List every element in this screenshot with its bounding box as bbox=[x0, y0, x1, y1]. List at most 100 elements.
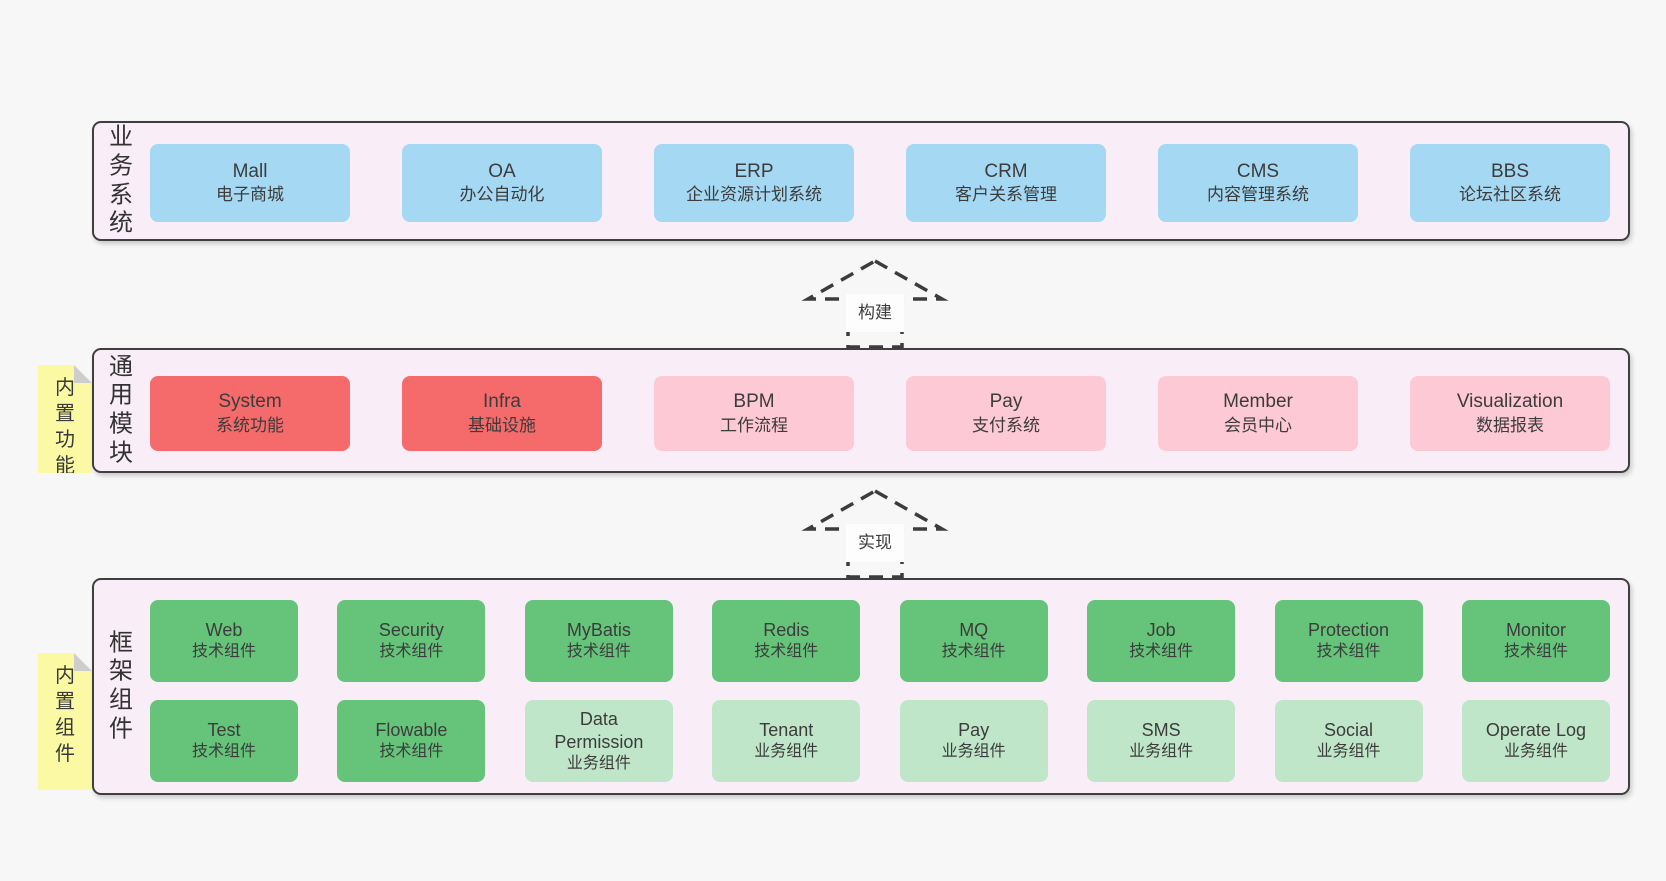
box-title: BPM bbox=[733, 391, 775, 413]
box-subtitle: 技术组件 bbox=[379, 743, 444, 761]
arrow-label: 构建 bbox=[858, 303, 892, 322]
box-title: Web bbox=[205, 620, 243, 641]
box-infra: Infra 基础设施 bbox=[402, 376, 602, 451]
build-arrow: 构建 bbox=[790, 257, 960, 349]
box-title: CMS bbox=[1236, 160, 1280, 182]
box-title: Pay bbox=[989, 391, 1023, 413]
box-mall: Mall 电子商城 bbox=[150, 144, 350, 222]
box-subtitle: 业务组件 bbox=[566, 754, 631, 772]
box-member: Member 会员中心 bbox=[1158, 376, 1358, 451]
box-title: Infra bbox=[482, 391, 522, 413]
sticky-note-builtin-features: 内置功能 bbox=[38, 365, 92, 473]
box-subtitle: 系统功能 bbox=[216, 415, 284, 435]
band-label-framework-components: 框架组件 bbox=[109, 628, 133, 743]
box-sms: SMS 业务组件 bbox=[1087, 700, 1236, 782]
box-subtitle: 业务组件 bbox=[941, 743, 1006, 761]
box-system: System 系统功能 bbox=[150, 376, 350, 451]
box-subtitle: 技术组件 bbox=[1503, 643, 1568, 661]
box-title: Test bbox=[207, 720, 241, 741]
box-web: Web 技术组件 bbox=[150, 600, 298, 682]
box-subtitle: 数据报表 bbox=[1476, 415, 1544, 435]
framework-components-band: 框架组件 Web 技术组件 Security 技术组件 MyBatis 技术组件… bbox=[92, 578, 1630, 795]
box-mybatis: MyBatis 技术组件 bbox=[524, 600, 673, 682]
box-bbs: BBS 论坛社区系统 bbox=[1410, 144, 1610, 222]
box-flowable: Flowable 技术组件 bbox=[337, 700, 486, 782]
box-title: Operate Log bbox=[1485, 720, 1586, 741]
folded-corner-icon bbox=[74, 653, 92, 671]
box-cms: CMS 内容管理系统 bbox=[1158, 144, 1358, 222]
box-subtitle: 业务组件 bbox=[1316, 743, 1381, 761]
box-subtitle: 技术组件 bbox=[941, 643, 1006, 661]
box-subtitle: 内容管理系统 bbox=[1207, 185, 1309, 205]
box-test: Test 技术组件 bbox=[150, 700, 298, 782]
box-title: SMS bbox=[1141, 720, 1181, 741]
box-subtitle: 电子商城 bbox=[216, 185, 284, 205]
box-monitor: Monitor 技术组件 bbox=[1461, 600, 1610, 682]
framework-components-row-1: Web 技术组件 Security 技术组件 MyBatis 技术组件 Redi… bbox=[150, 600, 1610, 682]
box-operate-log: Operate Log 业务组件 bbox=[1461, 700, 1610, 782]
box-title: Redis bbox=[763, 620, 810, 641]
box-title: MyBatis bbox=[566, 620, 631, 641]
box-subtitle: 办公自动化 bbox=[459, 185, 545, 205]
box-title: Visualization bbox=[1456, 391, 1564, 413]
box-title: CRM bbox=[984, 160, 1028, 182]
box-title: Flowable bbox=[375, 720, 448, 741]
framework-components-row-2: Test 技术组件 Flowable 技术组件 Data Permission … bbox=[150, 700, 1610, 782]
box-title: Tenant bbox=[759, 720, 814, 741]
box-title: Job bbox=[1146, 620, 1176, 641]
box-security: Security 技术组件 bbox=[337, 600, 486, 682]
box-subtitle: 基础设施 bbox=[468, 415, 536, 435]
box-title: BBS bbox=[1490, 160, 1530, 182]
box-subtitle: 工作流程 bbox=[720, 415, 788, 435]
box-subtitle: 业务组件 bbox=[1503, 743, 1568, 761]
box-subtitle: 技术组件 bbox=[191, 643, 256, 661]
box-visualization: Visualization 数据报表 bbox=[1410, 376, 1610, 451]
sticky-note-builtin-components: 内置组件 bbox=[38, 653, 92, 790]
box-subtitle: 企业资源计划系统 bbox=[686, 185, 822, 205]
box-erp: ERP 企业资源计划系统 bbox=[654, 144, 854, 222]
dashed-up-arrow-icon: 实现 bbox=[801, 488, 949, 579]
box-title: Social bbox=[1324, 720, 1374, 741]
folded-corner-icon bbox=[74, 365, 92, 383]
box-title: MQ bbox=[959, 620, 989, 641]
common-modules-row: System 系统功能 Infra 基础设施 BPM 工作流程 Pay 支付系统… bbox=[150, 376, 1610, 451]
sticky-note-label: 内置组件 bbox=[55, 665, 75, 765]
band-label-business-systems: 业务系统 bbox=[109, 123, 133, 237]
box-subtitle: 技术组件 bbox=[1316, 643, 1381, 661]
box-subtitle: 客户关系管理 bbox=[955, 185, 1057, 205]
box-subtitle: 技术组件 bbox=[754, 643, 819, 661]
box-subtitle: 业务组件 bbox=[754, 743, 819, 761]
business-systems-band: 业务系统 Mall 电子商城 OA 办公自动化 ERP 企业资源计划系统 CRM… bbox=[92, 121, 1630, 241]
box-title: Protection bbox=[1308, 620, 1390, 641]
box-redis: Redis 技术组件 bbox=[712, 600, 861, 682]
box-title: Security bbox=[378, 620, 444, 641]
box-title: Member bbox=[1223, 391, 1293, 413]
box-job: Job 技术组件 bbox=[1087, 600, 1236, 682]
box-social: Social 业务组件 bbox=[1274, 700, 1423, 782]
box-subtitle: 论坛社区系统 bbox=[1459, 185, 1561, 205]
box-mq: MQ 技术组件 bbox=[899, 600, 1048, 682]
common-modules-band: 通用模块 System 系统功能 Infra 基础设施 BPM 工作流程 Pay… bbox=[92, 348, 1630, 473]
box-subtitle: 技术组件 bbox=[566, 643, 631, 661]
box-title: Monitor bbox=[1505, 620, 1566, 641]
box-bpm: BPM 工作流程 bbox=[654, 376, 854, 451]
box-title: Pay bbox=[958, 720, 990, 741]
box-subtitle: 业务组件 bbox=[1129, 743, 1194, 761]
sticky-note-label: 内置功能 bbox=[55, 377, 75, 477]
box-subtitle: 技术组件 bbox=[379, 643, 444, 661]
box-title: Mall bbox=[232, 160, 268, 182]
box-title: Data Permission bbox=[554, 708, 644, 752]
box-title: System bbox=[218, 391, 282, 413]
business-systems-row: Mall 电子商城 OA 办公自动化 ERP 企业资源计划系统 CRM 客户关系… bbox=[150, 144, 1610, 222]
arrow-label: 实现 bbox=[858, 533, 892, 552]
box-title: OA bbox=[488, 160, 516, 182]
box-subtitle: 会员中心 bbox=[1224, 415, 1292, 435]
box-data-permission: Data Permission 业务组件 bbox=[524, 700, 673, 782]
dashed-up-arrow-icon: 构建 bbox=[801, 258, 949, 349]
box-title: ERP bbox=[734, 160, 774, 182]
box-subtitle: 技术组件 bbox=[1129, 643, 1194, 661]
box-pay: Pay 支付系统 bbox=[906, 376, 1106, 451]
band-label-common-modules: 通用模块 bbox=[109, 352, 133, 467]
box-pay-component: Pay 业务组件 bbox=[899, 700, 1048, 782]
box-oa: OA 办公自动化 bbox=[402, 144, 602, 222]
